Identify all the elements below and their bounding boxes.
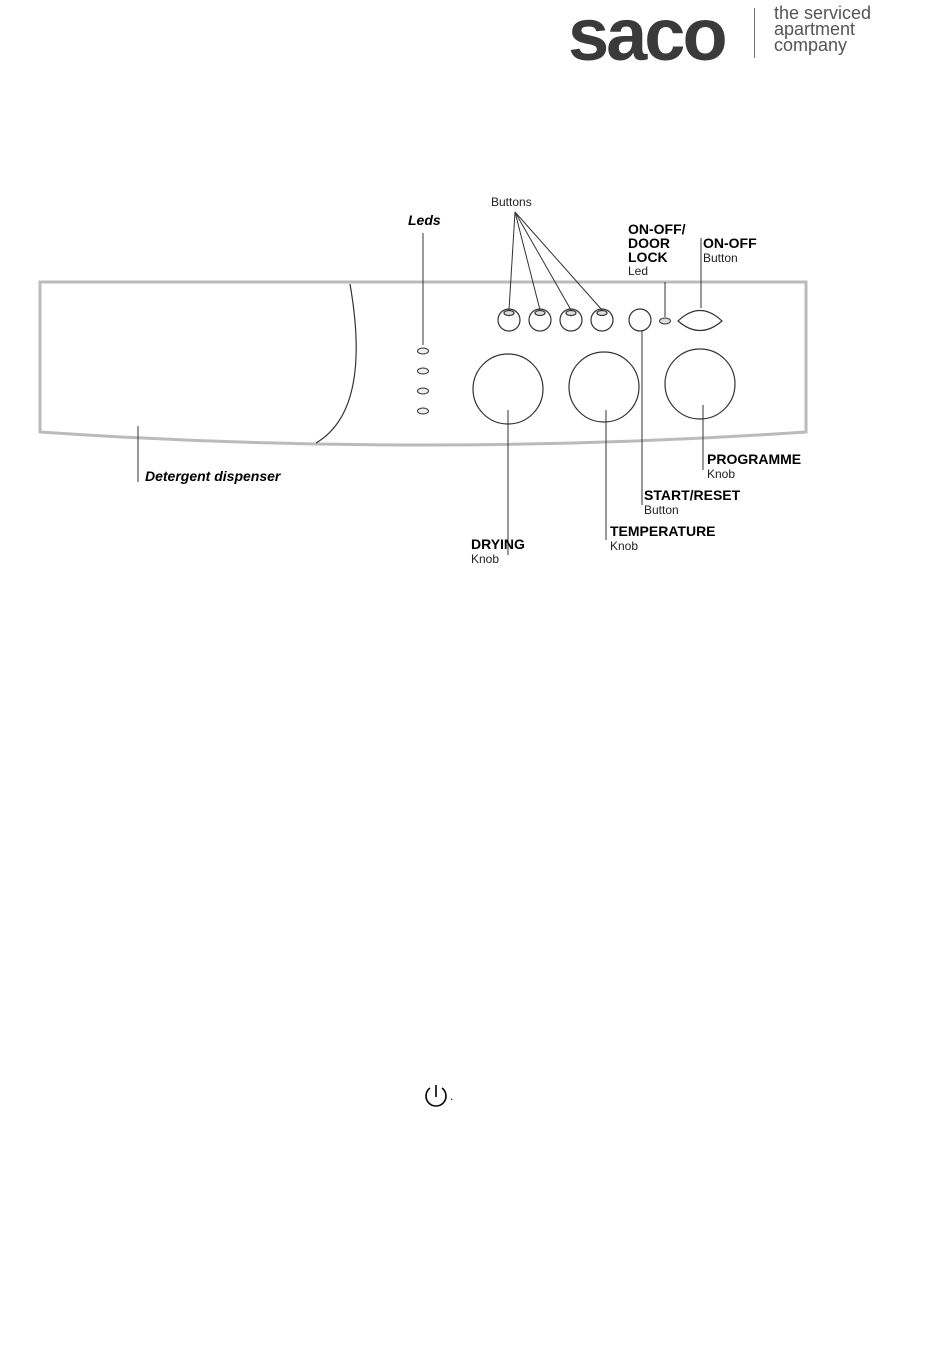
label-door-lock-title: ON-OFF/ DOOR LOCK	[628, 222, 686, 264]
led-3	[418, 388, 429, 394]
label-drying-title: DRYING	[471, 537, 525, 551]
label-temperature-title: TEMPERATURE	[610, 524, 716, 538]
power-icon	[423, 1083, 453, 1109]
label-door-lock-sub: Led	[628, 264, 648, 278]
detergent-drawer-edge	[316, 284, 356, 443]
start-reset-button	[629, 309, 651, 331]
leader-buttons-3	[515, 212, 571, 310]
door-lock-led	[660, 318, 671, 324]
label-start-reset-title: START/RESET	[644, 488, 740, 502]
label-drying-sub: Knob	[471, 552, 499, 566]
led-4	[418, 408, 429, 414]
label-on-off-title: ON-OFF	[703, 236, 757, 250]
control-panel-diagram	[0, 0, 950, 620]
led-column	[418, 348, 429, 414]
label-leds: Leds	[408, 213, 441, 227]
label-start-reset-sub: Button	[644, 503, 679, 517]
programme-knob	[665, 349, 735, 419]
label-buttons: Buttons	[491, 195, 532, 209]
led-2	[418, 368, 429, 374]
on-off-button	[678, 311, 722, 331]
leader-buttons-1	[509, 212, 515, 310]
label-programme-sub: Knob	[707, 467, 735, 481]
label-detergent-dispenser: Detergent dispenser	[145, 469, 280, 483]
power-symbol-suffix: .	[450, 1089, 453, 1103]
led-1	[418, 348, 429, 354]
option-buttons	[498, 309, 613, 331]
label-on-off-sub: Button	[703, 251, 738, 265]
label-programme-title: PROGRAMME	[707, 452, 801, 466]
temperature-knob	[569, 352, 639, 422]
leader-buttons-4	[515, 212, 602, 310]
label-temperature-sub: Knob	[610, 539, 638, 553]
power-symbol: .	[423, 1083, 453, 1109]
